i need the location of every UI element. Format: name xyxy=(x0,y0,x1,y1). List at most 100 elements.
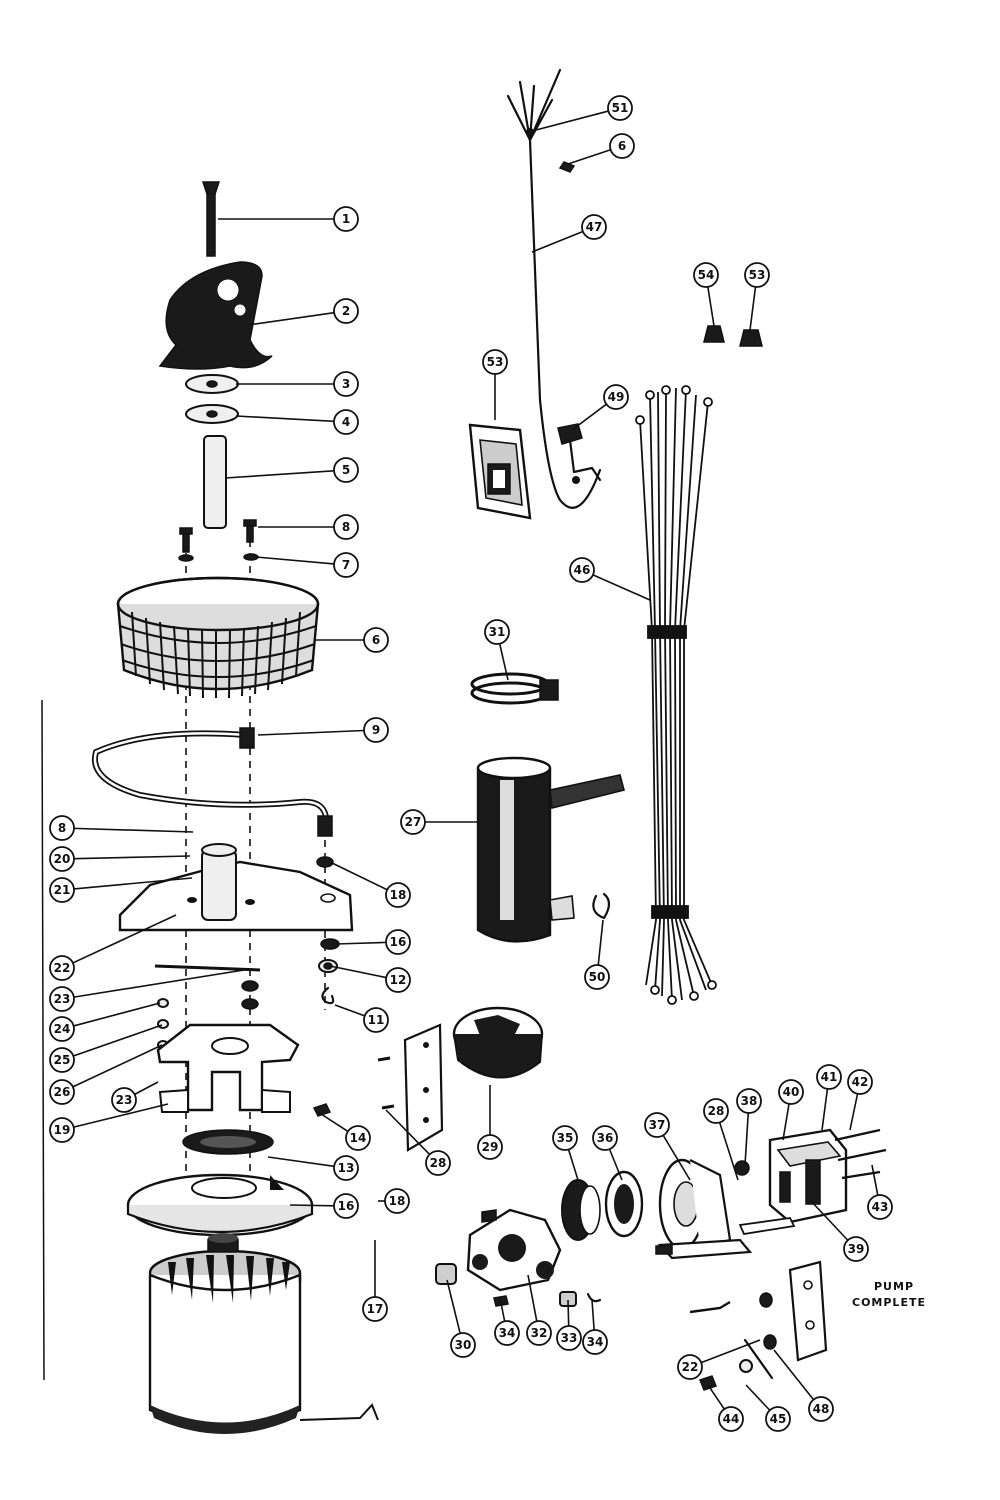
callout-circle xyxy=(556,1325,582,1351)
callout-circle xyxy=(592,1125,618,1151)
callout-circle xyxy=(333,298,359,324)
callout-number: 5 xyxy=(342,463,350,477)
callout-circle xyxy=(111,1087,137,1113)
callout-number: 34 xyxy=(499,1326,516,1340)
callout-leader-line xyxy=(267,1156,335,1168)
callout-leader-line xyxy=(446,1279,461,1334)
part-knob-54 xyxy=(703,325,725,343)
part-flange-disc xyxy=(126,1173,314,1237)
callout-34: 34 xyxy=(494,1297,520,1346)
callout-leader-line xyxy=(72,914,177,964)
callout-circle xyxy=(450,1332,476,1358)
callout-number: 1 xyxy=(342,212,350,226)
callout-circle xyxy=(362,1296,388,1322)
callout-circle xyxy=(778,1079,804,1105)
callout-circle xyxy=(693,262,719,288)
callout-36: 36 xyxy=(592,1125,623,1181)
callout-24: 24 xyxy=(49,1002,161,1042)
callout-circle xyxy=(644,1112,670,1138)
callout-number: 18 xyxy=(389,1194,406,1208)
callout-leader-line xyxy=(498,643,509,681)
callout-number: 31 xyxy=(489,625,506,639)
callout-34: 34 xyxy=(582,1299,608,1355)
callout-number: 43 xyxy=(872,1200,889,1214)
callout-number: 7 xyxy=(342,558,350,572)
callout-leader-line xyxy=(567,1299,570,1327)
callout-42: 42 xyxy=(847,1069,873,1131)
callout-number: 50 xyxy=(589,970,606,984)
callout-circle xyxy=(333,457,359,483)
callout-17: 17 xyxy=(362,1240,388,1322)
callout-leader-line xyxy=(535,110,609,131)
callout-13: 13 xyxy=(267,1155,359,1181)
callout-leader-line xyxy=(707,286,715,327)
part-motor-housing xyxy=(148,1233,379,1434)
callout-26: 26 xyxy=(49,1044,163,1105)
callout-circle xyxy=(609,133,635,159)
callout-circle xyxy=(333,371,359,397)
callout-8: 8 xyxy=(258,514,359,540)
callout-3: 3 xyxy=(236,371,359,397)
callout-circle xyxy=(603,384,629,410)
callout-number: 23 xyxy=(54,992,71,1006)
callout-19: 19 xyxy=(49,1103,169,1143)
callout-circle xyxy=(843,1236,869,1262)
callout-leader-line xyxy=(72,1044,163,1088)
callout-circle xyxy=(363,717,389,743)
callout-16: 16 xyxy=(335,929,411,955)
callout-number: 9 xyxy=(372,723,380,737)
callout-circle xyxy=(744,262,770,288)
callout-leader-line xyxy=(782,1103,790,1141)
callout-20: 20 xyxy=(49,846,191,872)
callout-leader-line xyxy=(329,965,387,979)
callout-circle xyxy=(718,1406,744,1432)
callout-number: 47 xyxy=(586,220,603,234)
callout-6: 6 xyxy=(315,627,389,653)
callout-number: 30 xyxy=(455,1338,472,1352)
callout-number: 22 xyxy=(682,1360,699,1374)
callout-leader-line xyxy=(385,1109,431,1155)
callout-circle xyxy=(49,1016,75,1042)
callout-circle xyxy=(552,1125,578,1151)
callout-leader-line xyxy=(608,1148,623,1181)
callout-29: 29 xyxy=(477,1085,503,1160)
callout-16: 16 xyxy=(289,1193,359,1219)
callout-number: 19 xyxy=(54,1123,71,1137)
callout-leader-line xyxy=(134,1081,159,1096)
part-pump-body xyxy=(466,1208,562,1292)
callout-circle xyxy=(385,882,411,908)
callout-51: 51 xyxy=(535,95,633,131)
callout-number: 42 xyxy=(852,1075,869,1089)
callout-leader-line xyxy=(707,1384,725,1410)
callout-37: 37 xyxy=(644,1112,691,1181)
callout-22: 22 xyxy=(677,1339,761,1380)
callout-leader-line xyxy=(567,1149,579,1181)
part-cap-30 xyxy=(435,1263,457,1285)
callout-number: 48 xyxy=(813,1402,830,1416)
callout-circle xyxy=(677,1354,703,1380)
callout-leader-line xyxy=(235,415,335,423)
callout-39: 39 xyxy=(809,1199,869,1262)
callout-54: 54 xyxy=(693,262,719,327)
callout-number: 37 xyxy=(649,1118,666,1132)
callout-circle xyxy=(584,964,610,990)
part-screws-8-7 xyxy=(178,519,259,562)
callout-9: 9 xyxy=(257,717,389,743)
callout-circle xyxy=(581,214,607,240)
callout-circle xyxy=(333,1155,359,1181)
callout-41: 41 xyxy=(816,1064,842,1131)
callout-leader-line xyxy=(718,1122,739,1181)
part-bracket xyxy=(156,1023,300,1113)
callout-4: 4 xyxy=(235,409,359,435)
callout-number: 21 xyxy=(54,883,71,897)
callout-number: 32 xyxy=(531,1326,548,1340)
callout-leader-line xyxy=(73,855,191,860)
callout-number: 36 xyxy=(597,1131,614,1145)
callout-22: 22 xyxy=(49,914,177,981)
callout-circle xyxy=(49,986,75,1012)
callout-circle xyxy=(49,955,75,981)
callout-number: 2 xyxy=(342,304,350,318)
pump-complete-assembly: PUMP COMPLETE xyxy=(435,1128,925,1391)
callout-number: 53 xyxy=(749,268,766,282)
